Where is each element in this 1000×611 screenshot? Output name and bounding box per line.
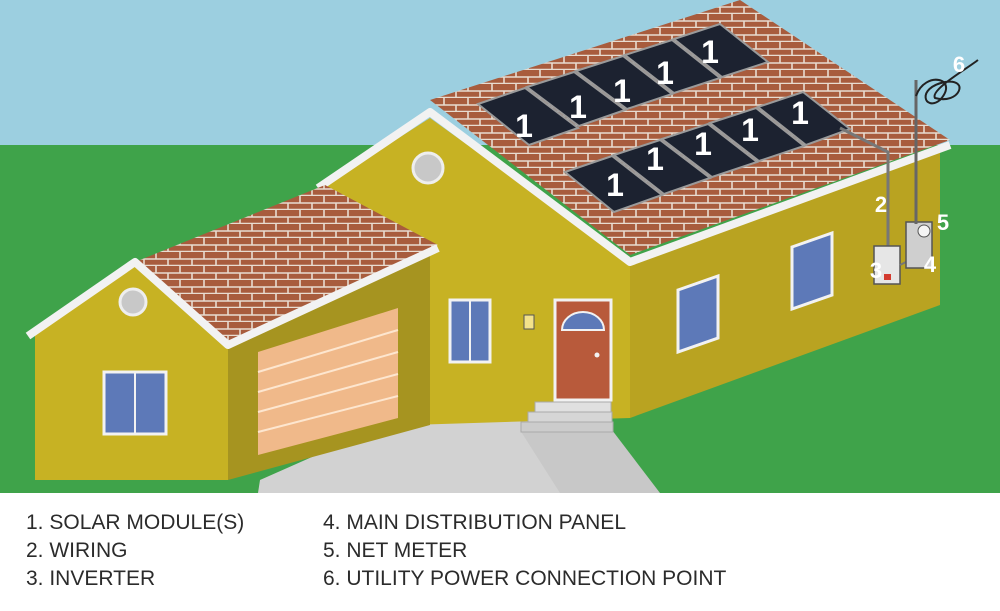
marker-solar-module: 1 (694, 126, 712, 162)
step-bottom (520, 421, 614, 433)
marker-inverter: 3 (870, 258, 882, 283)
marker-solar-module: 1 (701, 34, 719, 70)
legend: 1. SOLAR MODULE(S) 2. WIRING 3. INVERTER… (0, 493, 1000, 611)
marker-solar-module: 1 (791, 95, 809, 131)
marker-solar-module: 1 (569, 89, 587, 125)
main-roof-fascia (315, 108, 952, 266)
garage-door (258, 308, 398, 455)
solar-module-markers: 1 1 1 1 1 1 1 1 1 1 (515, 34, 809, 203)
garage-wing-roof (135, 185, 438, 345)
porch-light (523, 314, 535, 330)
net-meter-dial (917, 224, 931, 238)
right-wall (630, 150, 940, 418)
marker-solar-module: 1 (606, 167, 624, 203)
marker-solar-module: 1 (515, 108, 533, 144)
garage-door-lines (257, 329, 399, 433)
solar-panel (755, 90, 853, 147)
house-solar-illustration: 1 1 1 1 1 1 1 1 1 1 2 3 4 5 6 (0, 0, 1000, 493)
side-window-right (790, 230, 834, 312)
solar-panel (611, 138, 713, 196)
legend-item-solar-module: 1. SOLAR MODULE(S) (26, 511, 245, 534)
walkway (520, 430, 660, 493)
marker-solar-module: 1 (613, 73, 631, 109)
solar-panel (475, 86, 581, 147)
service-drop-wire (915, 59, 979, 105)
door-knob (594, 352, 600, 358)
marker-solar-module: 1 (656, 55, 674, 91)
marker-solar-module: 1 (741, 112, 759, 148)
garage-roof-fascia (25, 244, 440, 349)
roof-wiring (839, 126, 890, 246)
marker-solar-module: 1 (646, 141, 664, 177)
solar-panel (622, 38, 723, 95)
solar-panel (659, 122, 760, 179)
solar-panel (562, 154, 665, 214)
legend-item-inverter: 3. INVERTER (26, 567, 156, 590)
solar-array (475, 22, 853, 214)
garage-vent (118, 287, 148, 317)
legend-item-wiring: 2. WIRING (26, 539, 128, 562)
main-roof (430, 0, 950, 255)
solar-panel (573, 54, 675, 111)
marker-net-meter: 5 (937, 210, 949, 235)
inverter-indicator (884, 274, 891, 280)
door-arch-window (560, 311, 606, 331)
legend-item-utility-connection: 6. UTILITY POWER CONNECTION POINT (323, 567, 727, 590)
solar-panel (707, 106, 807, 163)
marker-utility-connection: 6 (953, 52, 965, 77)
gable-vent (411, 151, 445, 185)
step-middle (527, 411, 613, 423)
legend-item-net-meter: 5. NET METER (323, 539, 468, 562)
step-top (534, 401, 612, 413)
legend-item-main-panel: 4. MAIN DISTRIBUTION PANEL (323, 511, 626, 534)
inverter-to-panel-wire (899, 261, 907, 266)
marker-wiring: 2 (875, 192, 887, 217)
marker-main-panel: 4 (924, 252, 937, 277)
solar-panel (671, 22, 771, 79)
solar-panel (524, 70, 628, 128)
side-window-left (676, 273, 720, 355)
